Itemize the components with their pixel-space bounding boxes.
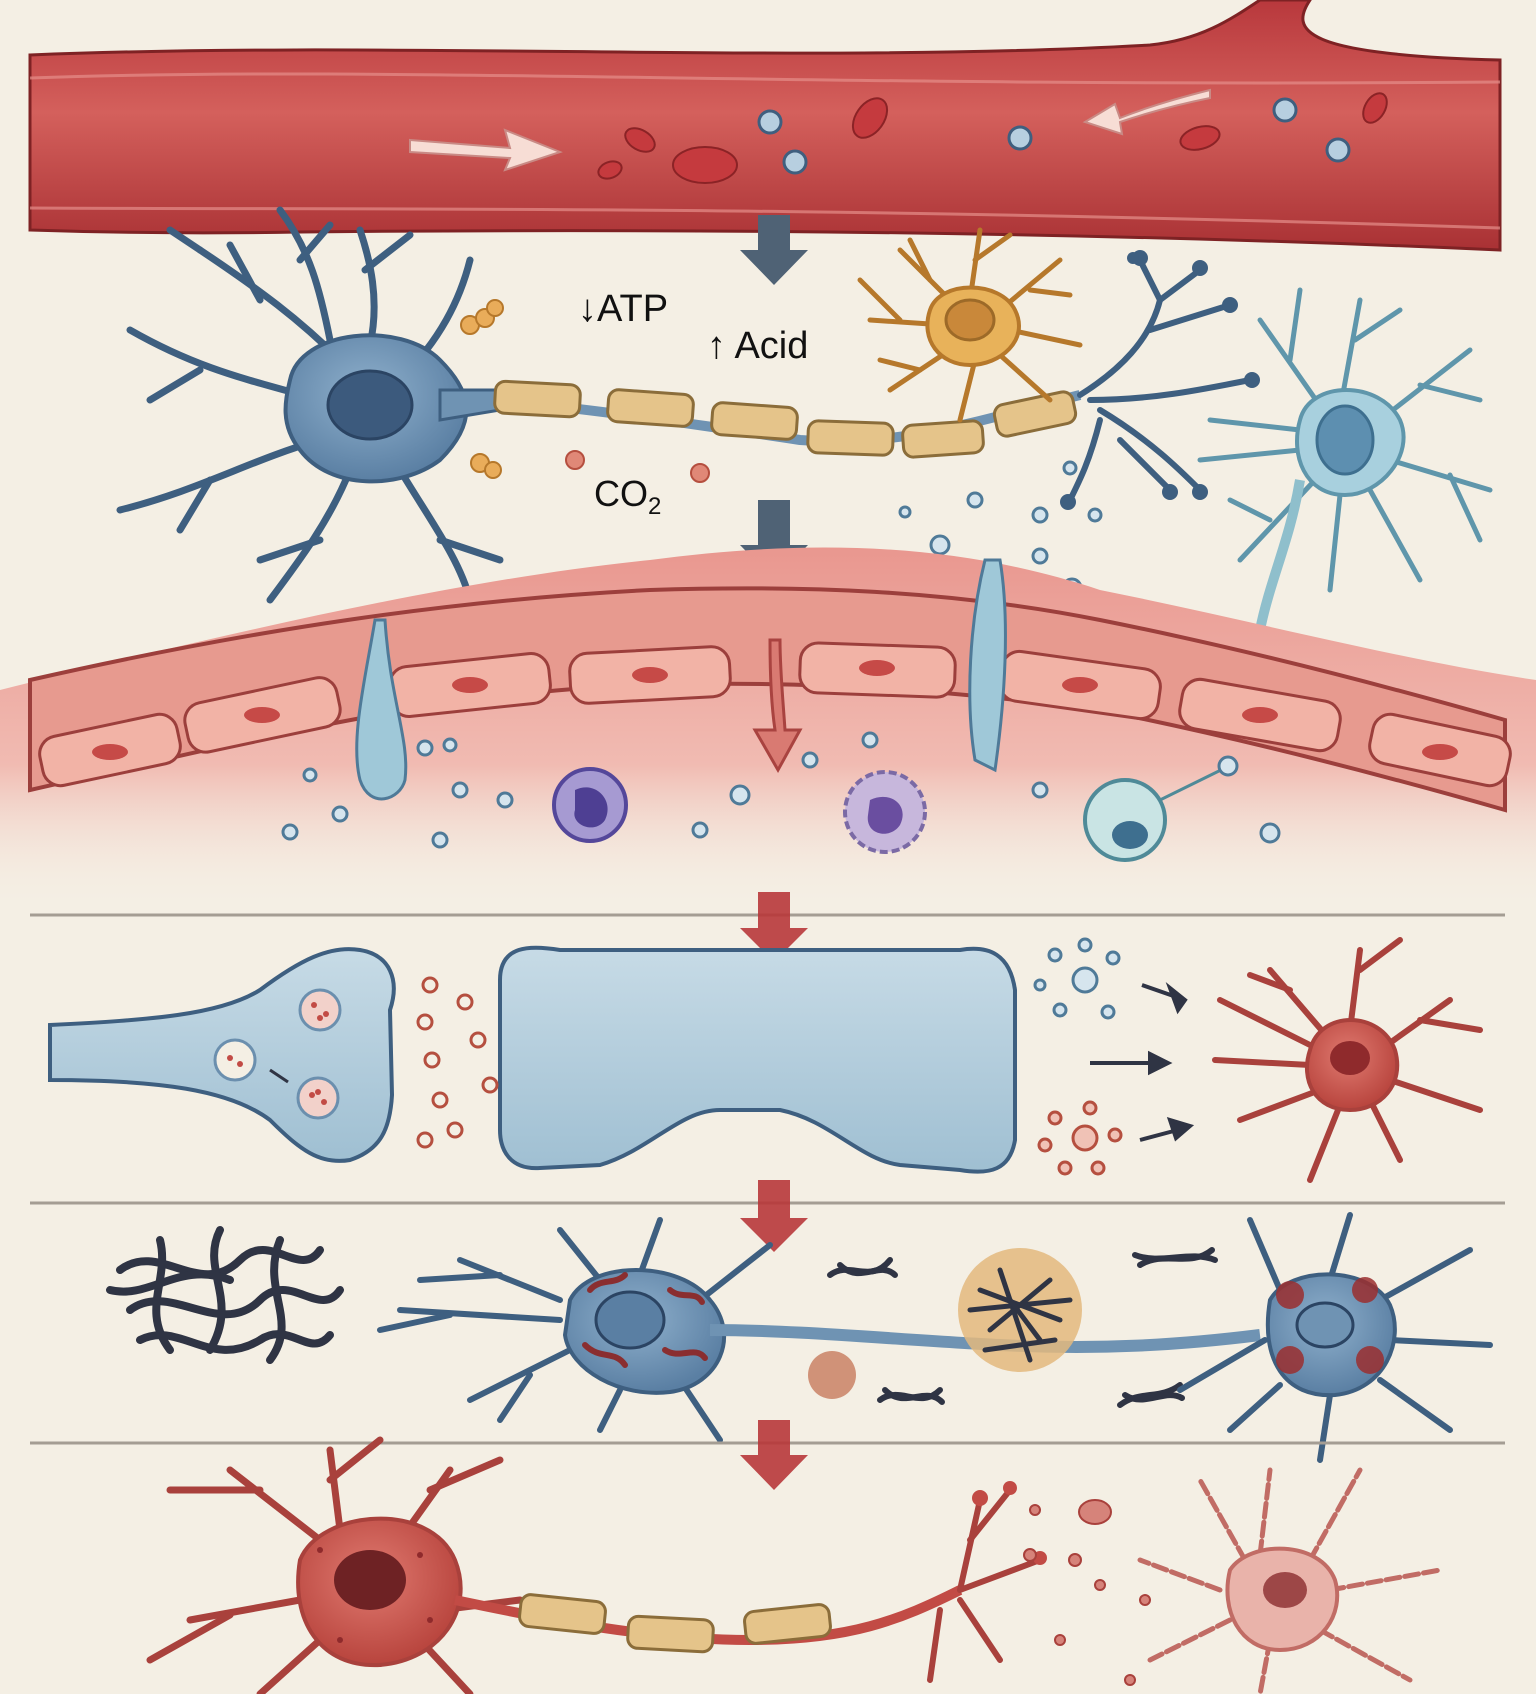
synapse	[50, 939, 1480, 1180]
co2-label: CO2	[594, 473, 661, 521]
reactive-red-glia	[1215, 940, 1480, 1180]
blue-neuron-soma	[286, 335, 500, 481]
down-arrow-icon	[740, 1180, 808, 1252]
terminal-boutons	[1060, 250, 1260, 510]
degenerating-neuron-left	[150, 1440, 520, 1694]
acid-label: ↑ Acid	[707, 325, 808, 368]
down-arrow-icon	[740, 1420, 808, 1490]
released-factors-blue	[1035, 939, 1119, 1018]
protein-aggregates	[110, 1215, 1490, 1460]
plaque	[958, 1248, 1082, 1372]
released-factors-red	[1039, 1102, 1121, 1174]
blood-brain-barrier	[0, 548, 1536, 910]
neurotransmitters	[418, 978, 497, 1147]
cell-debris	[1024, 1500, 1150, 1685]
degenerating-axon	[455, 1481, 1047, 1680]
atp-label: ↓ATP	[578, 288, 668, 331]
immune-cell-lymphocyte	[554, 769, 626, 841]
axon-terminal-branches	[1070, 260, 1250, 500]
blood-vessel	[30, 0, 1500, 250]
co2-subscript: 2	[648, 493, 661, 520]
yellow-glial-cell	[860, 230, 1080, 420]
affected-neuron	[380, 1220, 1260, 1440]
granular-deposit	[808, 1351, 856, 1399]
degenerating-neuron-right	[1140, 1470, 1440, 1694]
myelinated-axon	[494, 381, 1080, 458]
tangled-fibrils	[110, 1230, 340, 1360]
immune-cell-neutrophil	[845, 772, 925, 852]
co2-main: CO	[594, 473, 648, 514]
